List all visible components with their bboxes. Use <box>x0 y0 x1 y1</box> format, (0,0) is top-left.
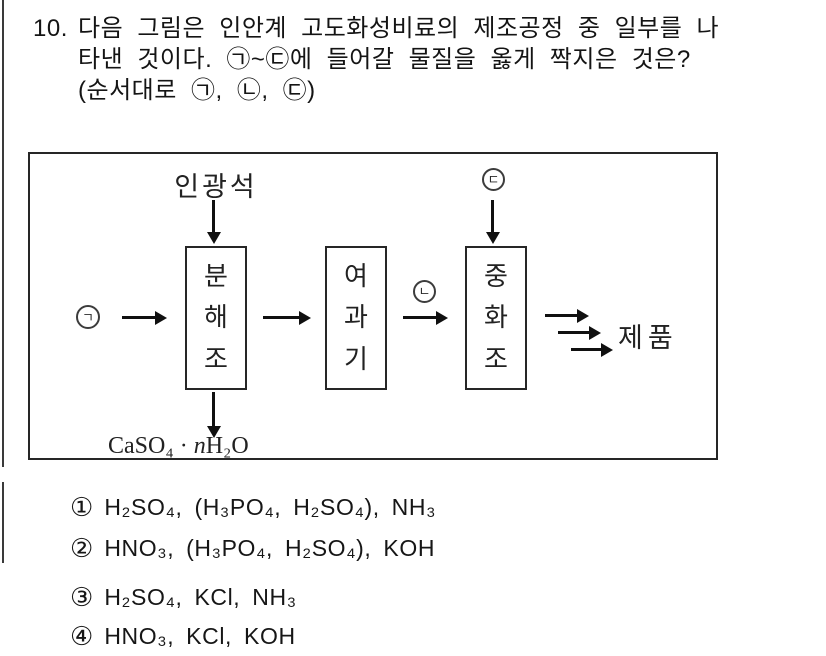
product-label: 제품 <box>618 323 678 353</box>
circled-mark-1-letter: ㄱ <box>82 309 94 325</box>
process-flow-diagram: 인광석 ㄷ ㄱ 분 해 조 여 과 기 ㄴ 중 화 조 <box>28 152 718 460</box>
choice-4-text: HNO₃, KCl, KOH <box>104 623 296 649</box>
byproduct-formula-prefix: CaSO₄ · <box>108 433 194 459</box>
question-text-line-1: 다음 그림은 인안계 고도화성비료의 제조공정 중 일부를 나 <box>78 15 720 42</box>
question-number: 10. <box>33 15 68 42</box>
left-column-rule-top <box>2 0 4 467</box>
answer-choice-3: ③ H₂SO₄, KCl, NH₃ <box>70 583 297 611</box>
circled-mark-2-letter: ㄴ <box>418 284 431 299</box>
arrow-right-output-1-icon <box>545 308 589 323</box>
box3-char-1: 중 <box>484 261 508 291</box>
answer-choice-2: ② HNO₃, (H₃PO₄, H₂SO₄), KOH <box>70 534 435 562</box>
box2-char-3: 기 <box>344 344 368 374</box>
box3-char-2: 화 <box>484 303 508 332</box>
choice-4-number: ④ <box>70 621 94 651</box>
byproduct-formula-n: n <box>193 433 206 459</box>
choice-3-text: H₂SO₄, KCl, NH₃ <box>104 584 297 610</box>
choice-1-number: ① <box>70 492 94 522</box>
choice-3-number: ③ <box>70 582 94 612</box>
choice-2-number: ② <box>70 533 94 563</box>
feed-label-phosphate-rock: 인광석 <box>174 172 258 202</box>
box1-char-3: 조 <box>204 344 228 374</box>
arrow-down-byproduct-icon <box>206 392 221 438</box>
box-neutralization-tank: 중 화 조 <box>465 246 527 390</box>
byproduct-formula-suffix: H₂O <box>205 433 249 459</box>
box2-char-1: 여 <box>344 261 368 291</box>
arrow-down-mark3-icon <box>485 200 500 244</box>
arrow-right-box2-box3-icon <box>403 310 448 325</box>
arrow-right-output-2-icon <box>558 325 601 340</box>
box3-char-3: 조 <box>484 344 508 374</box>
answer-choice-1: ① H₂SO₄, (H₃PO₄, H₂SO₄), NH₃ <box>70 493 436 521</box>
arrow-down-feed-icon <box>206 200 221 244</box>
left-column-rule-bottom <box>2 482 4 563</box>
question-text-line-2: 타낸 것이다. ㉠~㉢에 들어갈 물질을 옳게 짝지은 것은? <box>78 46 691 73</box>
choice-2-text: HNO₃, (H₃PO₄, H₂SO₄), KOH <box>104 535 436 561</box>
answer-choice-4: ④ HNO₃, KCl, KOH <box>70 622 296 650</box>
circled-mark-1: ㄱ <box>76 305 100 329</box>
byproduct-formula: CaSO₄ · nH₂O <box>108 433 249 460</box>
question-text-line-3: (순서대로 ㉠, ㉡, ㉢) <box>78 77 316 104</box>
circled-mark-3-letter: ㄷ <box>487 172 500 187</box>
box1-char-2: 해 <box>204 303 228 332</box>
circled-mark-2: ㄴ <box>413 280 436 303</box>
box-decomposition-tank: 분 해 조 <box>185 246 247 390</box>
box-filter-unit: 여 과 기 <box>325 246 387 390</box>
circled-mark-3: ㄷ <box>482 168 505 191</box>
arrow-right-input-icon <box>122 310 167 325</box>
box1-char-1: 분 <box>204 261 228 291</box>
arrow-right-output-3-icon <box>571 342 613 357</box>
box2-char-2: 과 <box>344 303 368 332</box>
choice-1-text: H₂SO₄, (H₃PO₄, H₂SO₄), NH₃ <box>104 494 437 520</box>
arrow-right-box1-box2-icon <box>263 310 311 325</box>
